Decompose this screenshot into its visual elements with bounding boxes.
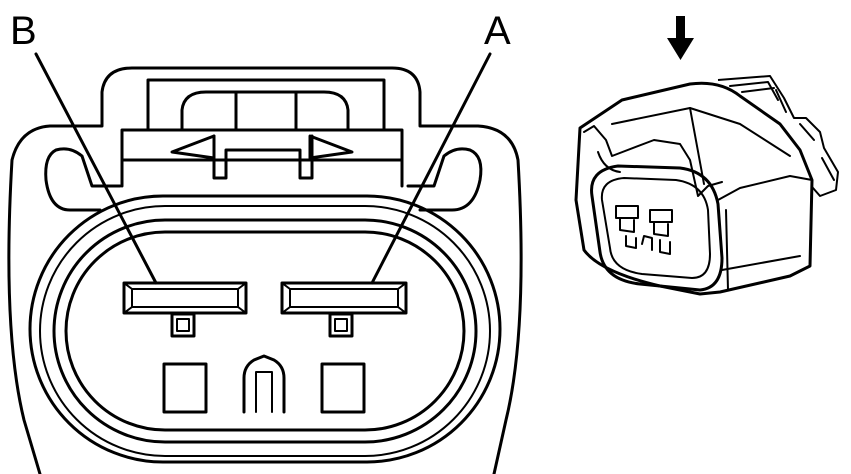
connector-housing-outline: [7, 66, 523, 474]
leader-line-b: [34, 52, 158, 285]
front-face: [590, 164, 724, 292]
key-post-right: [320, 362, 366, 414]
cavity-outline: [64, 230, 466, 432]
latch-tab: [180, 90, 350, 132]
connector-isometric-view: [574, 16, 839, 296]
seal-ring-inner: [52, 218, 478, 444]
pin-label-b: B: [10, 9, 37, 53]
connector-face-view: [7, 52, 523, 474]
top-latch-arch: [583, 125, 723, 197]
center-key: [242, 354, 286, 414]
terminal-cavity-a: [280, 281, 408, 338]
terminal-cavity-b: [122, 281, 248, 338]
view-direction-arrow-icon: [667, 16, 694, 60]
pin-label-a: A: [484, 9, 511, 53]
front-terminal-slots: [615, 205, 673, 255]
key-post-left: [162, 362, 208, 414]
right-clip-slot: [406, 147, 483, 212]
left-clip-slot: [44, 147, 122, 212]
seal-ring-outer: [28, 194, 502, 464]
latch-body: [146, 78, 386, 132]
seal-ring-middle: [39, 205, 491, 457]
leader-line-a: [370, 52, 492, 285]
